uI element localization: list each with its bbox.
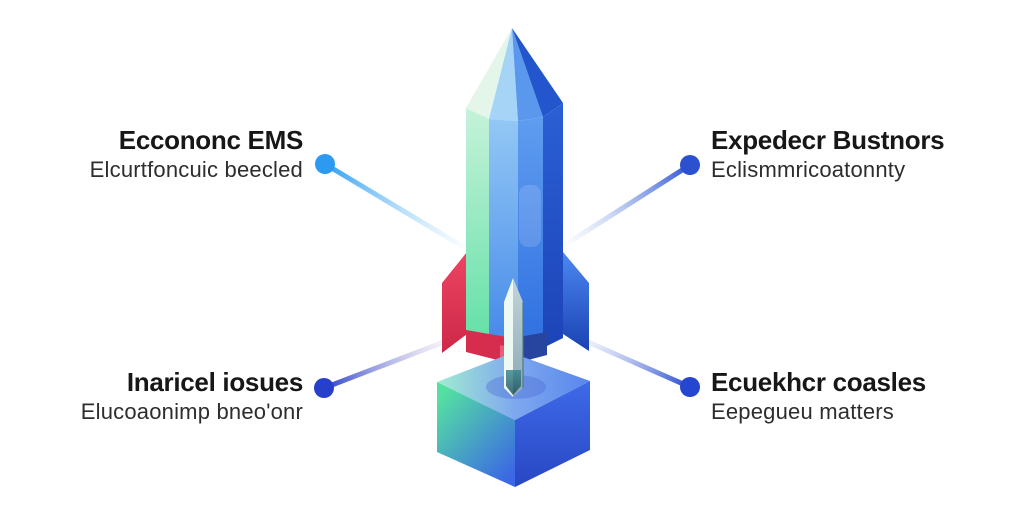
body-highlight-panel — [519, 185, 541, 247]
rocket-fin-right — [563, 252, 589, 351]
rocket-nose — [466, 28, 563, 121]
callout-title: Expedecr Bustnors — [711, 125, 945, 155]
rocket-fin-left — [442, 252, 467, 353]
callout-subtitle: Elcurtfoncuic beecled — [89, 157, 303, 183]
nose-facet-left — [466, 28, 512, 119]
callout-bottom-left: Inaricel iosues Elucoaonimp bneo'onr — [80, 367, 304, 425]
callout-dot-bottom-left — [314, 378, 334, 398]
callout-top-right: Expedecr Bustnors Eclismmricoatonnty — [711, 125, 945, 183]
nose-facet-mid-left — [489, 28, 518, 121]
callout-subtitle: Eclismmricoatonnty — [711, 157, 906, 183]
callout-title: Ecuekhcr coasles — [711, 367, 926, 397]
callout-title: Eccononc EMS — [118, 125, 304, 155]
callout-bottom-right: Ecuekhcr coasles Eepegueu matters — [711, 367, 926, 425]
callout-dot-top-left — [315, 154, 335, 174]
rocket-fins — [442, 252, 589, 353]
callout-dot-top-right — [680, 155, 700, 175]
connector-dots — [314, 154, 700, 398]
nose-facet-mid-right — [512, 28, 543, 121]
spike-right-face — [513, 278, 523, 397]
body-facet-dark-blue — [543, 103, 563, 348]
rocket-spike — [504, 278, 524, 397]
spike-left-face — [504, 278, 513, 397]
spike-tip — [506, 370, 521, 395]
callout-subtitle: Elucoaonimp bneo'onr — [80, 399, 303, 425]
cube-left-face — [437, 382, 515, 487]
nose-facet-right — [512, 28, 563, 117]
callout-top-left: Eccononc EMS Elcurtfoncuic beecled — [89, 125, 304, 183]
callout-dot-bottom-right — [680, 377, 700, 397]
pedestal-cube — [437, 353, 590, 487]
callout-title: Inaricel iosues — [126, 367, 303, 397]
connector-line-top-right — [557, 162, 693, 251]
body-facet-blue — [518, 117, 543, 348]
body-facet-green — [466, 108, 489, 346]
connector-line-top-left — [322, 161, 475, 255]
cube-right-face — [515, 381, 590, 487]
callout-subtitle: Eepegueu matters — [711, 399, 894, 425]
